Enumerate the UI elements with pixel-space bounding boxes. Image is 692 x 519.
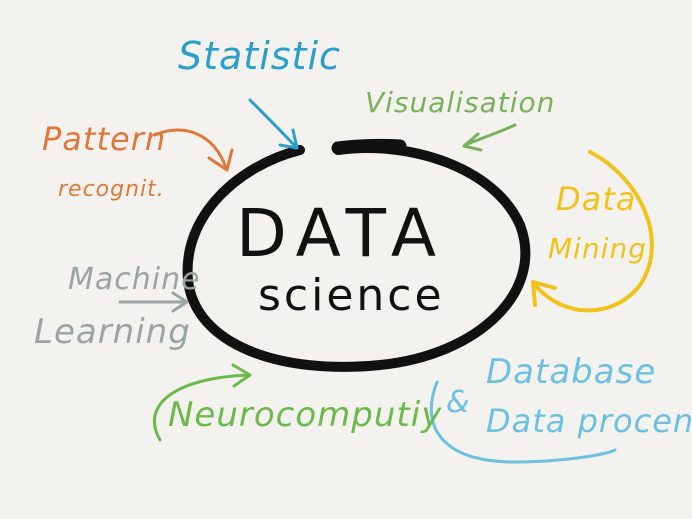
central-circle-start xyxy=(331,138,407,155)
neurocomputing-arrow-shaft xyxy=(153,373,250,442)
label-database-line2: Data procens xyxy=(486,402,692,440)
center-title-data: DATA xyxy=(236,195,447,272)
central-circle xyxy=(182,143,531,372)
label-database-line1: Database xyxy=(486,352,657,392)
label-pattern-recognit: recognit. xyxy=(58,177,165,202)
label-ampersand: & xyxy=(446,385,471,420)
statistic-arrow-head xyxy=(278,128,299,150)
label-machine-learning-line1: Machine xyxy=(68,262,201,297)
machine-learning-arrow-head xyxy=(171,291,189,313)
label-machine-learning-line2: Learning xyxy=(34,312,191,352)
pattern-arrow-shaft xyxy=(153,128,228,170)
label-data-mining-line2: Mining xyxy=(548,232,647,265)
label-pattern: Pattern xyxy=(42,120,167,158)
label-neurocomputing: Neurocomputiy xyxy=(168,395,443,435)
neurocomputing-arrow-head xyxy=(231,363,252,388)
label-visualisation: Visualisation xyxy=(365,86,556,119)
label-data-mining-line1: Data xyxy=(556,180,637,218)
data-mining-arrow-shaft xyxy=(533,150,654,313)
pattern-arrow-head xyxy=(207,148,234,172)
center-title-science: science xyxy=(258,270,445,321)
database-bracket xyxy=(429,380,617,464)
visualisation-arrow-head xyxy=(462,132,483,152)
data-mining-arrow-head xyxy=(531,280,557,307)
visualisation-arrow-shaft xyxy=(463,123,517,147)
label-statistic: Statistic xyxy=(178,34,341,78)
statistic-arrow-shaft xyxy=(248,98,297,148)
